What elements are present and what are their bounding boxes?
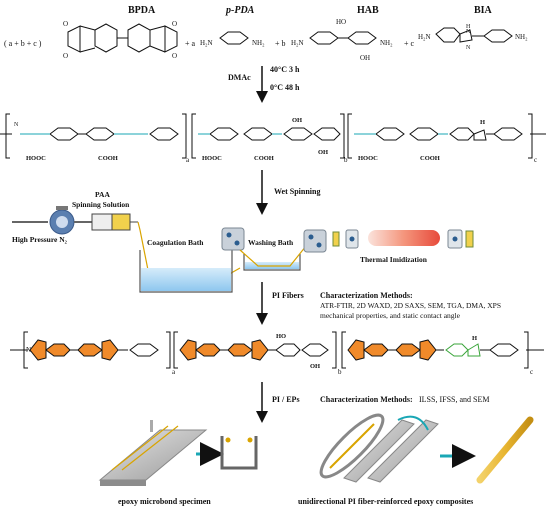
caption-microbond: epoxy microbond specimen bbox=[118, 497, 211, 506]
paa-hooc-a: HOOC bbox=[26, 155, 46, 162]
monomer-hab-label: HAB bbox=[357, 5, 379, 16]
paa-sub-b: b bbox=[344, 156, 348, 164]
monomer-bia-label: BIA bbox=[474, 5, 493, 16]
pi-sub-b: b bbox=[338, 368, 342, 376]
plus-a: + a bbox=[185, 39, 196, 48]
coagulation-bath bbox=[141, 268, 231, 291]
reactant-prefix: ( a + b + c ) bbox=[4, 39, 42, 48]
monomer-bpda-label: BPDA bbox=[128, 5, 156, 16]
pi-fibers-methods-line2: mechanical properties, and static contac… bbox=[320, 311, 461, 320]
ppda-nh2-left: H₂N bbox=[200, 39, 213, 47]
paa-oh-top: OH bbox=[292, 117, 302, 124]
bia-nh2-right: NH₂ bbox=[515, 33, 528, 41]
paa-cooh-c: COOH bbox=[420, 155, 440, 162]
svg-text:O: O bbox=[172, 20, 177, 28]
svg-text:N: N bbox=[466, 45, 471, 51]
svg-text:H: H bbox=[466, 24, 471, 30]
composite-illustration bbox=[319, 413, 534, 484]
spinning-apparatus: PAA Spinning Solution High Pressure N₂ C… bbox=[12, 190, 474, 293]
pi-fibers-methods-line1: ATR-FTIR, 2D WAXD, 2D SAXS, SEM, TGA, DM… bbox=[320, 301, 501, 310]
ppda-nh2-right: NH₂ bbox=[252, 39, 265, 47]
monomer-ppda-label: p-PDA bbox=[225, 5, 255, 16]
paa-sub-c: c bbox=[534, 156, 537, 164]
pi-eps-methods-rest: ILSS, IFSS, and SEM bbox=[419, 395, 489, 404]
bpda-structure bbox=[67, 23, 178, 53]
pi-eps-label: PI / EPs bbox=[272, 395, 300, 404]
paa-structure: N HOOC COOH a OH OH HOOC COOH b H HOOC C… bbox=[0, 113, 546, 164]
paa-cooh-b: COOH bbox=[254, 155, 274, 162]
paa-hooc-c: HOOC bbox=[358, 155, 378, 162]
svg-text:O: O bbox=[172, 52, 177, 60]
step1-cond1: 40°C 3 h bbox=[270, 65, 300, 74]
pi-sub-a: a bbox=[172, 368, 176, 376]
caption-composites: unidirectional PI fiber-reinforced epoxy… bbox=[298, 497, 473, 506]
pressure-label: High Pressure N₂ bbox=[12, 235, 68, 244]
pi-h: H bbox=[472, 335, 477, 342]
svg-text:N: N bbox=[26, 346, 31, 354]
step1-solvent: DMAc bbox=[228, 73, 251, 82]
paa-h: H bbox=[480, 119, 485, 126]
svg-text:N: N bbox=[14, 122, 19, 128]
paa-sub-a: a bbox=[186, 156, 190, 164]
paa-cooh-a: COOH bbox=[98, 155, 118, 162]
pi-eps-methods-title: Characterization Methods: bbox=[320, 395, 413, 404]
bia-structure bbox=[435, 27, 513, 43]
washing-bath-label: Washing Bath bbox=[248, 238, 294, 247]
plus-c: + c bbox=[404, 39, 415, 48]
paa-hooc-b: HOOC bbox=[202, 155, 222, 162]
svg-text:N: N bbox=[466, 29, 471, 35]
hab-nh2-right: NH₂ bbox=[380, 39, 393, 47]
coagulation-bath-label: Coagulation Bath bbox=[147, 238, 204, 247]
wet-spinning-label: Wet Spinning bbox=[274, 187, 320, 196]
svg-text:O: O bbox=[63, 52, 68, 60]
ppda-ring bbox=[219, 31, 249, 45]
pi-structure: N a HO OH b H c bbox=[10, 331, 544, 376]
hab-nh2-left: H₂N bbox=[291, 39, 304, 47]
paa-solution-label-2: Spinning Solution bbox=[72, 200, 130, 209]
paa-oh-bottom: OH bbox=[318, 149, 328, 156]
paa-solution-label-1: PAA bbox=[95, 190, 110, 199]
microbond-illustration bbox=[98, 420, 258, 486]
step1-cond2: 0°C 48 h bbox=[270, 83, 300, 92]
pi-fibers-label: PI Fibers bbox=[272, 291, 304, 300]
imidization-label: Thermal Imidization bbox=[360, 255, 428, 264]
hab-structure bbox=[309, 31, 377, 45]
plus-b: + b bbox=[275, 39, 286, 48]
pi-sub-c: c bbox=[530, 368, 533, 376]
pi-oh: OH bbox=[310, 363, 320, 370]
pi-fibers-methods-title: Characterization Methods: bbox=[320, 291, 413, 300]
bia-nh2-left: H₂N bbox=[418, 33, 431, 41]
pi-ho: HO bbox=[276, 333, 286, 340]
hab-ho: HO bbox=[336, 18, 346, 26]
hab-oh: OH bbox=[360, 54, 370, 62]
imidization-oven bbox=[368, 230, 440, 246]
svg-text:O: O bbox=[63, 20, 68, 28]
